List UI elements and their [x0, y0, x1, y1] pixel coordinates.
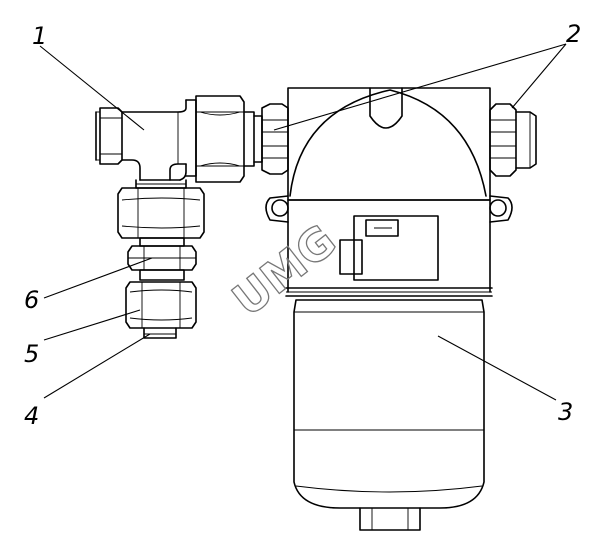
tee-fitting [95, 99, 197, 189]
leader-lines [39, 43, 567, 401]
filter-bowl [293, 299, 485, 531]
tee-right-nut [195, 95, 263, 183]
nipple [143, 327, 177, 339]
callout-3: 3 [558, 398, 573, 426]
callout-2: 2 [566, 20, 581, 48]
callout-6: 6 [24, 286, 39, 314]
outlet-fitting [489, 103, 537, 177]
callout-labels: 1 2 3 4 5 6 [24, 20, 581, 430]
filter-head [265, 87, 513, 297]
union-nut-upper [117, 187, 205, 239]
watermark-logo: UMG [223, 215, 346, 326]
callout-5: 5 [24, 340, 39, 368]
callout-4: 4 [24, 402, 39, 430]
lock-nut [127, 237, 197, 281]
connector-nut [125, 281, 197, 329]
inlet-fitting [261, 103, 289, 175]
callout-1: 1 [32, 22, 47, 50]
